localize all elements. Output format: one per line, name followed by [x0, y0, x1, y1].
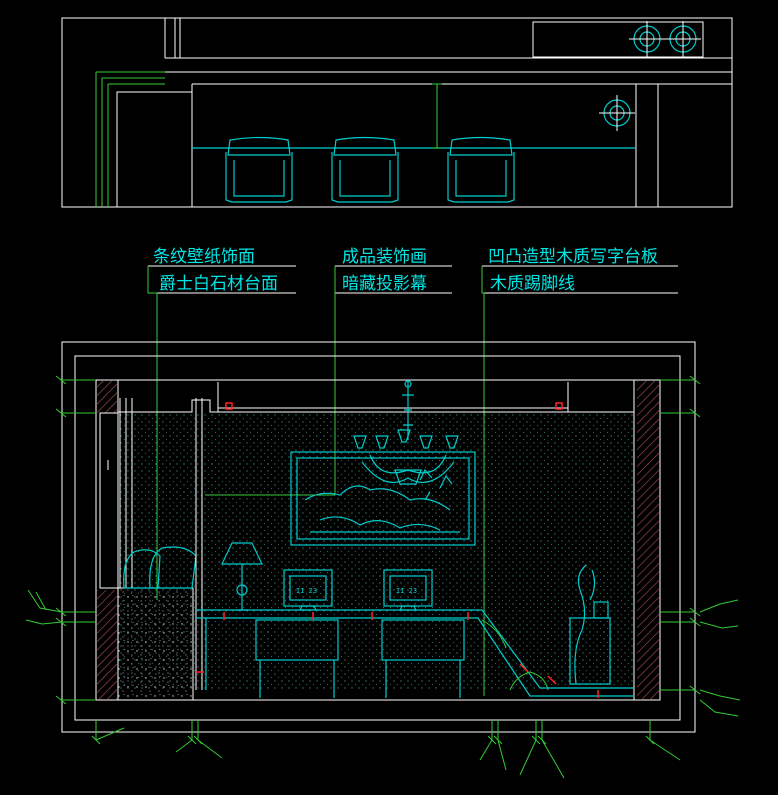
- desk-drawer-2: [381, 619, 465, 698]
- label-jazz-white-stone: 爵士白石材台面: [159, 274, 278, 294]
- label-hidden-projection-screen: 暗藏投影幕: [342, 274, 427, 294]
- monitor-2: II 23: [383, 569, 433, 611]
- desk-drawer-1: [255, 619, 339, 698]
- elevation-view: II 23 II 23: [61, 341, 696, 733]
- svg-text:II 23: II 23: [296, 587, 317, 595]
- right-wall-section: [637, 381, 659, 700]
- decorative-vase: [569, 564, 611, 685]
- dimension-ticks: [25, 375, 741, 779]
- plan-view: [61, 17, 733, 208]
- wallpaper-wall: [118, 412, 634, 689]
- chandelier: [353, 380, 459, 485]
- left-wall-section-lower: [97, 590, 117, 700]
- curtain: [99, 398, 133, 589]
- plan-speaker-2: [665, 21, 701, 57]
- svg-text:II 23: II 23: [396, 587, 417, 595]
- plan-chair-2: [331, 136, 399, 203]
- label-finished-painting: 成品装饰画: [342, 247, 427, 267]
- decorative-painting: [290, 451, 476, 546]
- annotations: 条纹壁纸饰面 爵士白石材台面 成品装饰画 暗藏投影幕 凹凸造型木质写字台板 木质…: [147, 247, 678, 696]
- label-wooden-skirting: 木质踢脚线: [490, 274, 575, 294]
- plan-chair-1: [225, 136, 293, 203]
- plan-ceiling-light: [599, 95, 635, 131]
- monitor-1: II 23: [283, 569, 333, 611]
- label-wooden-desk-board: 凹凸造型木质写字台板: [488, 247, 658, 267]
- left-wall-section: [97, 381, 117, 413]
- plan-speaker-1: [629, 21, 665, 57]
- cushions: [123, 546, 197, 589]
- stone-counter: [117, 587, 194, 701]
- plan-chair-3: [447, 136, 515, 203]
- label-striped-wallpaper: 条纹壁纸饰面: [153, 247, 255, 267]
